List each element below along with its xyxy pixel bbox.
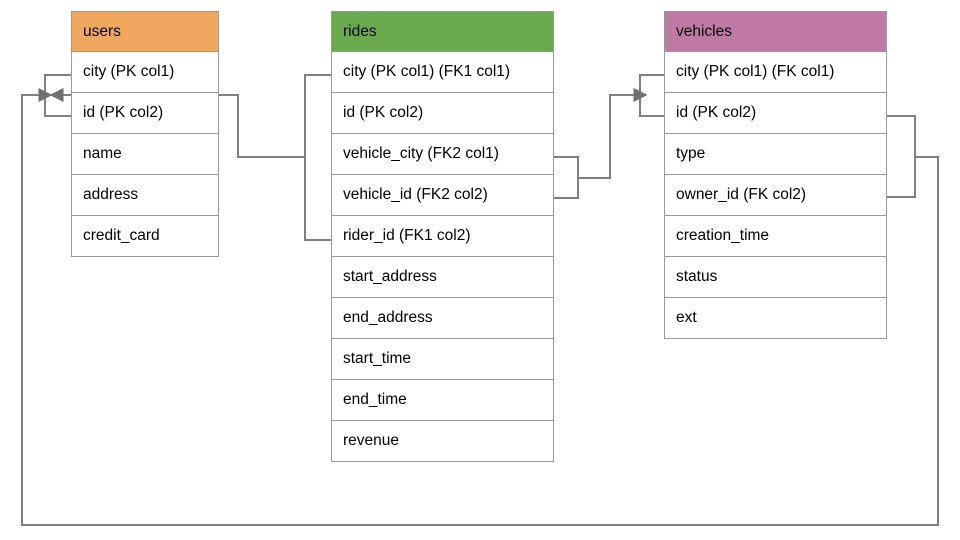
column-label: name [83, 145, 122, 163]
column-label: start_address [343, 268, 437, 286]
column-vehicles-id[interactable]: id (PK col2) [664, 93, 887, 134]
column-rides-end-address[interactable]: end_address [331, 298, 554, 339]
column-label: revenue [343, 432, 400, 450]
entity-users-header: users [71, 11, 219, 52]
edge-rides-fk2-vehicles [578, 88, 648, 179]
column-rides-vehicle-city[interactable]: vehicle_city (FK2 col1) [331, 134, 554, 175]
entity-rides-title: rides [343, 22, 377, 40]
column-vehicles-creation-time[interactable]: creation_time [664, 216, 887, 257]
column-label: id (PK col2) [676, 104, 757, 122]
column-vehicles-city[interactable]: city (PK col1) (FK col1) [664, 52, 887, 93]
column-label: status [676, 268, 718, 286]
column-label: credit_card [83, 227, 160, 245]
users-pk-bracket [44, 74, 71, 117]
vehicles-fk-bracket [887, 115, 916, 198]
column-rides-start-time[interactable]: start_time [331, 339, 554, 380]
column-label: ext [676, 309, 697, 327]
column-label: end_address [343, 309, 433, 327]
column-label: creation_time [676, 227, 770, 245]
column-label: vehicle_city (FK2 col1) [343, 145, 499, 163]
column-label: id (PK col2) [343, 104, 424, 122]
entity-vehicles[interactable]: vehicles city (PK col1) (FK col1) id (PK… [664, 11, 887, 339]
entity-users[interactable]: users city (PK col1) id (PK col2) name a… [71, 11, 219, 257]
column-label: owner_id (FK col2) [676, 186, 807, 204]
column-vehicles-status[interactable]: status [664, 257, 887, 298]
column-rides-revenue[interactable]: revenue [331, 421, 554, 462]
column-label: address [83, 186, 139, 204]
column-users-id[interactable]: id (PK col2) [71, 93, 219, 134]
column-rides-end-time[interactable]: end_time [331, 380, 554, 421]
column-rides-city[interactable]: city (PK col1) (FK1 col1) [331, 52, 554, 93]
column-rides-vehicle-id[interactable]: vehicle_id (FK2 col2) [331, 175, 554, 216]
column-vehicles-owner-id[interactable]: owner_id (FK col2) [664, 175, 887, 216]
column-label: type [676, 145, 706, 163]
column-users-address[interactable]: address [71, 175, 219, 216]
entity-users-title: users [83, 22, 121, 40]
column-label: id (PK col2) [83, 104, 164, 122]
column-vehicles-type[interactable]: type [664, 134, 887, 175]
entity-rides[interactable]: rides city (PK col1) (FK1 col1) id (PK c… [331, 11, 554, 462]
rides-fk1-bracket [304, 74, 331, 241]
column-label: start_time [343, 350, 412, 368]
column-label: city (PK col1) [83, 63, 175, 81]
column-rides-id[interactable]: id (PK col2) [331, 93, 554, 134]
vehicles-pk-bracket [639, 74, 664, 117]
column-vehicles-ext[interactable]: ext [664, 298, 887, 339]
column-rides-rider-id[interactable]: rider_id (FK1 col2) [331, 216, 554, 257]
column-label: city (PK col1) (FK col1) [676, 63, 835, 81]
column-rides-start-address[interactable]: start_address [331, 257, 554, 298]
entity-vehicles-title: vehicles [676, 22, 732, 40]
rides-fk2-bracket [554, 156, 579, 199]
column-users-city[interactable]: city (PK col1) [71, 52, 219, 93]
entity-vehicles-header: vehicles [664, 11, 887, 52]
column-label: city (PK col1) (FK1 col1) [343, 63, 511, 81]
column-label: rider_id (FK1 col2) [343, 227, 471, 245]
column-label: vehicle_id (FK2 col2) [343, 186, 488, 204]
column-users-credit-card[interactable]: credit_card [71, 216, 219, 257]
column-label: end_time [343, 391, 407, 409]
column-users-name[interactable]: name [71, 134, 219, 175]
entity-rides-header: rides [331, 11, 554, 52]
